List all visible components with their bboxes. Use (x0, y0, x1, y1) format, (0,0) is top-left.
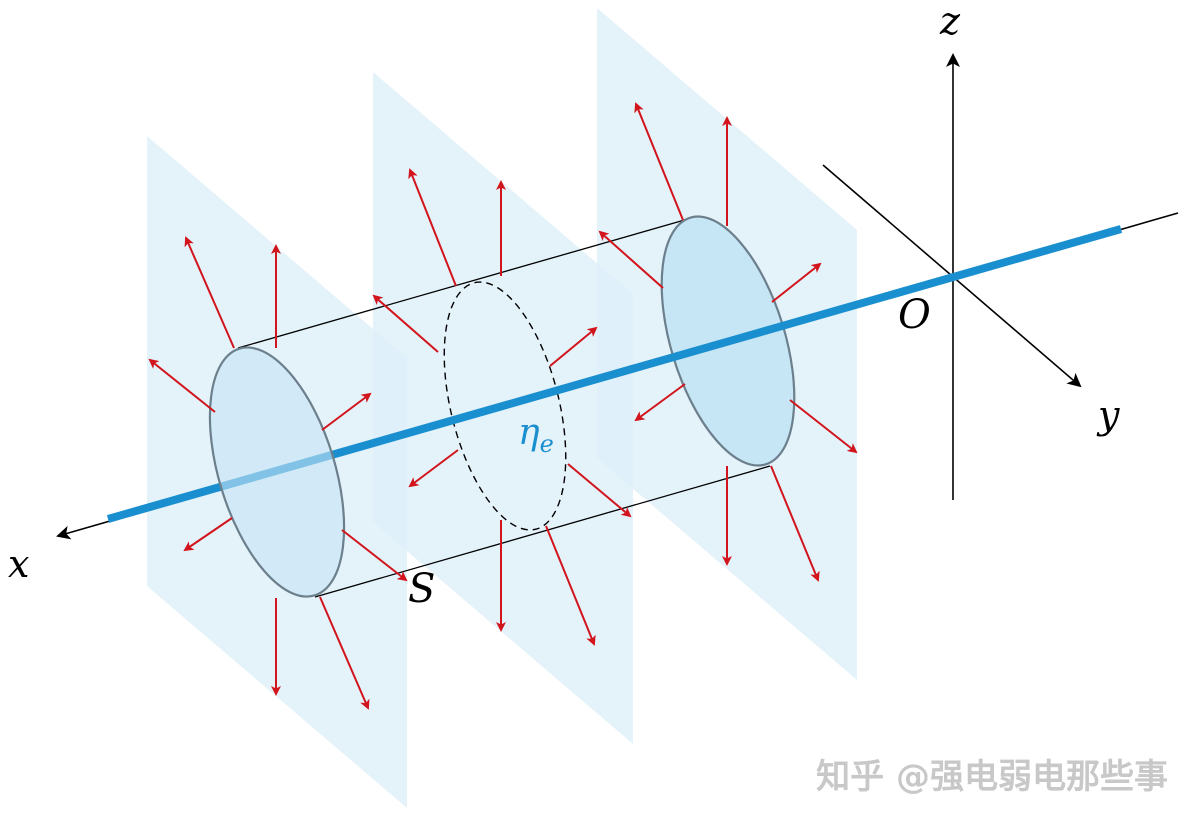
field-arrow (408, 168, 457, 287)
field-arrow (372, 294, 439, 353)
field-arrow (770, 465, 820, 582)
cylinder-cap-left (208, 346, 346, 598)
field-arrow (184, 236, 235, 349)
field-arrow (567, 463, 632, 518)
field-arrow (634, 383, 686, 422)
z-axis-label: z (939, 0, 961, 43)
origin-label: O (898, 292, 931, 338)
surface-label: S (408, 566, 435, 612)
field-arrow (319, 596, 370, 710)
field-arrow (789, 399, 858, 454)
x-axis-label: x (8, 542, 29, 586)
charge-density-subscript: e (540, 430, 554, 458)
field-arrow (771, 262, 822, 303)
field-arrow (341, 529, 408, 582)
field-arrow (598, 230, 664, 289)
field-arrow (549, 326, 598, 367)
field-arrows-right (598, 102, 858, 582)
watermark: 知乎 @强电弱电那些事 (816, 757, 1168, 797)
field-arrow (183, 517, 233, 552)
field-arrow (634, 102, 684, 221)
cylinder-bottom-edge (314, 465, 771, 598)
field-arrow (148, 358, 216, 413)
cylinder-top-edge (237, 216, 696, 349)
field-arrows-left (148, 236, 408, 710)
charge-density-label: ηe (518, 412, 554, 458)
field-arrow (321, 392, 372, 431)
field-arrow (408, 449, 459, 488)
field-arrows-middle (372, 168, 632, 646)
y-axis-label: y (1096, 393, 1120, 437)
field-arrow (545, 525, 596, 646)
